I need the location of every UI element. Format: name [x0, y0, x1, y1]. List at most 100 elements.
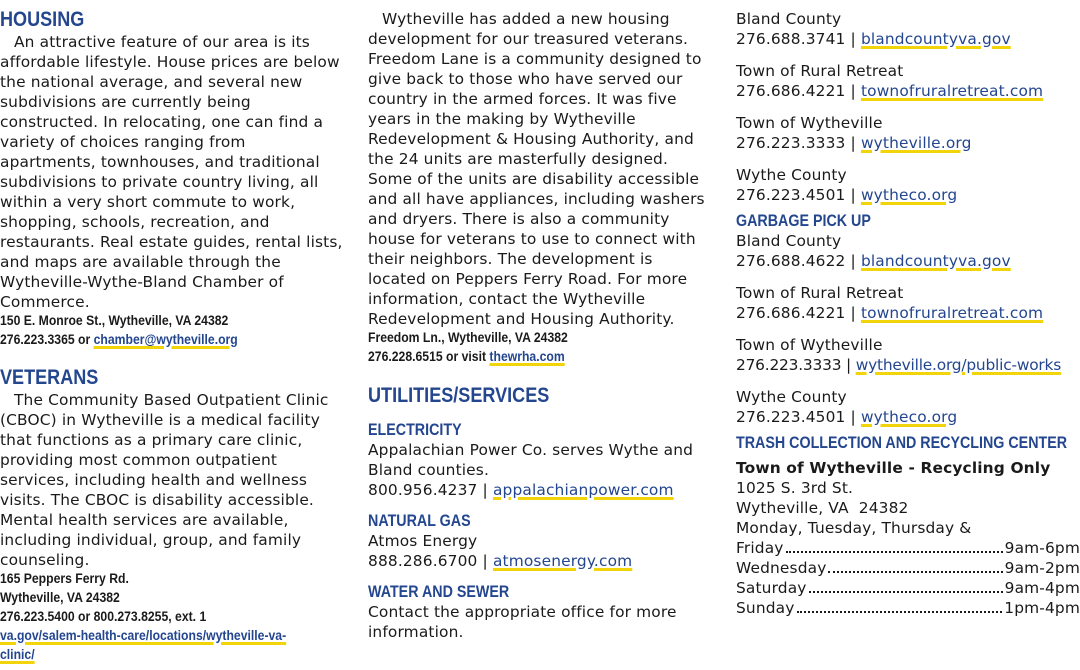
contact-line: 276.688.4622 | blandcountyva.gov: [736, 251, 1080, 271]
contact-phone: 276.223.3333 |: [736, 356, 851, 374]
trash-days-intro: Monday, Tuesday, Thursday &: [736, 519, 972, 537]
hours-day: Sunday: [736, 599, 795, 617]
contact-phone: 276.686.4221 |: [736, 304, 856, 322]
column-middle: Wytheville has added a new housing devel…: [368, 0, 714, 642]
housing-address: 150 E. Monroe St., Wytheville, VA 24382: [0, 313, 229, 329]
contact-block: Wythe County 276.223.4501 | wytheco.org: [736, 165, 1080, 205]
electricity-body: Appalachian Power Co. serves Wythe and B…: [368, 441, 694, 479]
contact-phone: 276.686.4221 |: [736, 82, 856, 100]
natural-gas-phone: 888.286.6700 |: [368, 552, 488, 570]
leader-dots: [785, 551, 1003, 553]
contact-line: 276.223.4501 | wytheco.org: [736, 407, 1080, 427]
contact-phone: 276.223.4501 |: [736, 186, 856, 204]
contact-block: Bland County 276.688.3741 | blandcountyv…: [736, 9, 1080, 49]
hours-time: 1pm-4pm: [1004, 599, 1080, 617]
hours-time: 9am-6pm: [1004, 539, 1080, 557]
natural-gas-contact: 888.286.6700 | atmosenergy.com: [368, 551, 714, 571]
contact-name: Town of Rural Retreat: [736, 62, 904, 80]
hours-row: Friday 9am-6pm: [736, 538, 1080, 558]
contact-phone: 276.223.3333 |: [736, 134, 856, 152]
utilities-heading: UTILITIES/SERVICES: [368, 384, 550, 407]
water-contacts: Bland County 276.688.3741 | blandcountyv…: [736, 9, 1080, 205]
veterans-url-line2: clinic/: [0, 646, 298, 665]
hours-row: Wednesday 9am-2pm: [736, 558, 1080, 578]
contact-name: Wythe County: [736, 388, 847, 406]
housing-contact: 276.223.3365 or chamber@wytheville.org: [0, 331, 298, 350]
leader-dots: [808, 591, 1003, 593]
contact-link[interactable]: wytheville.org: [860, 134, 972, 152]
housing-heading: HOUSING: [0, 8, 85, 31]
contact-link[interactable]: blandcountyva.gov: [860, 252, 1011, 270]
contact-line: 276.686.4221 | townofruralretreat.com: [736, 81, 1080, 101]
veterans-url-line1: va.gov/salem-health-care/locations/wythe…: [0, 627, 298, 646]
contact-block: Bland County 276.688.4622 | blandcountyv…: [736, 231, 1080, 271]
contact-line: 276.686.4221 | townofruralretreat.com: [736, 303, 1080, 323]
water-sewer-body: Contact the appropriate office for more …: [368, 603, 677, 641]
contact-name: Bland County: [736, 232, 842, 250]
contact-phone: 276.223.4501 |: [736, 408, 856, 426]
trash-heading: TRASH COLLECTION AND RECYCLING CENTER: [736, 433, 1068, 452]
contact-block: Town of Wytheville 276.223.3333 | wythev…: [736, 113, 1080, 153]
water-sewer-heading: WATER AND SEWER: [368, 582, 510, 601]
va-clinic-link-cont[interactable]: clinic/: [0, 647, 35, 663]
veterans-address-line1: 165 Peppers Ferry Rd.: [0, 571, 129, 587]
contact-block: Town of Rural Retreat 276.686.4221 | tow…: [736, 61, 1080, 101]
natural-gas-heading: NATURAL GAS: [368, 511, 471, 530]
hours-time: 9am-2pm: [1004, 559, 1080, 577]
freedom-lane-phone: 276.228.6515 or visit: [368, 349, 487, 365]
contact-name: Bland County: [736, 10, 842, 28]
column-left: HOUSING An attractive feature of our are…: [0, 0, 346, 665]
contact-name: Town of Wytheville: [736, 114, 883, 132]
housing-phone: 276.223.3365 or: [0, 332, 91, 348]
electricity-phone: 800.956.4237 |: [368, 481, 488, 499]
trash-facility-name: Town of Wytheville - Recycling Only: [736, 459, 1051, 477]
veterans-heading: VETERANS: [0, 366, 99, 389]
contact-name: Wythe County: [736, 166, 847, 184]
freedom-lane-body: Wytheville has added a new housing devel…: [368, 10, 705, 328]
housing-body: An attractive feature of our area is its…: [0, 33, 343, 311]
va-clinic-link[interactable]: va.gov/salem-health-care/locations/wythe…: [0, 628, 287, 644]
garbage-heading: GARBAGE PICK UP: [736, 211, 871, 230]
contact-line: 276.223.4501 | wytheco.org: [736, 185, 1080, 205]
contact-link[interactable]: blandcountyva.gov: [860, 30, 1011, 48]
electricity-heading: ELECTRICITY: [368, 420, 462, 439]
contact-block: Town of Wytheville 276.223.3333 | wythev…: [736, 335, 1080, 375]
veterans-body: The Community Based Outpatient Clinic (C…: [0, 391, 329, 569]
appalachian-power-link[interactable]: appalachianpower.com: [492, 481, 674, 499]
contact-line: 276.223.3333 | wytheville.org/public-wor…: [736, 355, 1080, 375]
veterans-address-line2: Wytheville, VA 24382: [0, 590, 120, 606]
natural-gas-name: Atmos Energy: [368, 532, 478, 550]
trash-address-line2: Wytheville, VA 24382: [736, 499, 909, 517]
contact-link[interactable]: townofruralretreat.com: [860, 82, 1044, 100]
chamber-email-link[interactable]: chamber@wytheville.org: [93, 332, 238, 348]
column-right: Bland County 276.688.3741 | blandcountyv…: [736, 0, 1080, 618]
contact-line: 276.688.3741 | blandcountyva.gov: [736, 29, 1080, 49]
contact-phone: 276.688.3741 |: [736, 30, 856, 48]
freedom-lane-address: Freedom Ln., Wytheville, VA 24382: [368, 330, 568, 346]
wrha-link[interactable]: thewrha.com: [489, 349, 565, 365]
hours-time: 9am-4pm: [1004, 579, 1080, 597]
contact-line: 276.223.3333 | wytheville.org: [736, 133, 1080, 153]
contact-link[interactable]: wytheville.org/public-works: [855, 356, 1062, 374]
contact-link[interactable]: wytheco.org: [860, 408, 958, 426]
trash-address-line1: 1025 S. 3rd St.: [736, 479, 854, 497]
leader-dots: [828, 571, 1003, 573]
hours-row: Saturday 9am-4pm: [736, 578, 1080, 598]
hours-row: Sunday 1pm-4pm: [736, 598, 1080, 618]
contact-link[interactable]: wytheco.org: [860, 186, 958, 204]
veterans-phone: 276.223.5400 or 800.273.8255, ext. 1: [0, 609, 207, 625]
contact-name: Town of Wytheville: [736, 336, 883, 354]
freedom-lane-contact: 276.228.6515 or visit thewrha.com: [368, 348, 666, 367]
electricity-contact: 800.956.4237 | appalachianpower.com: [368, 480, 714, 500]
hours-day: Saturday: [736, 579, 807, 597]
garbage-contacts: Bland County 276.688.4622 | blandcountyv…: [736, 231, 1080, 427]
leader-dots: [796, 611, 1003, 613]
hours-day: Wednesday: [736, 559, 827, 577]
hours-day: Friday: [736, 539, 784, 557]
contact-phone: 276.688.4622 |: [736, 252, 856, 270]
contact-block: Wythe County 276.223.4501 | wytheco.org: [736, 387, 1080, 427]
contact-name: Town of Rural Retreat: [736, 284, 904, 302]
contact-link[interactable]: townofruralretreat.com: [860, 304, 1044, 322]
contact-block: Town of Rural Retreat 276.686.4221 | tow…: [736, 283, 1080, 323]
atmos-energy-link[interactable]: atmosenergy.com: [492, 552, 633, 570]
